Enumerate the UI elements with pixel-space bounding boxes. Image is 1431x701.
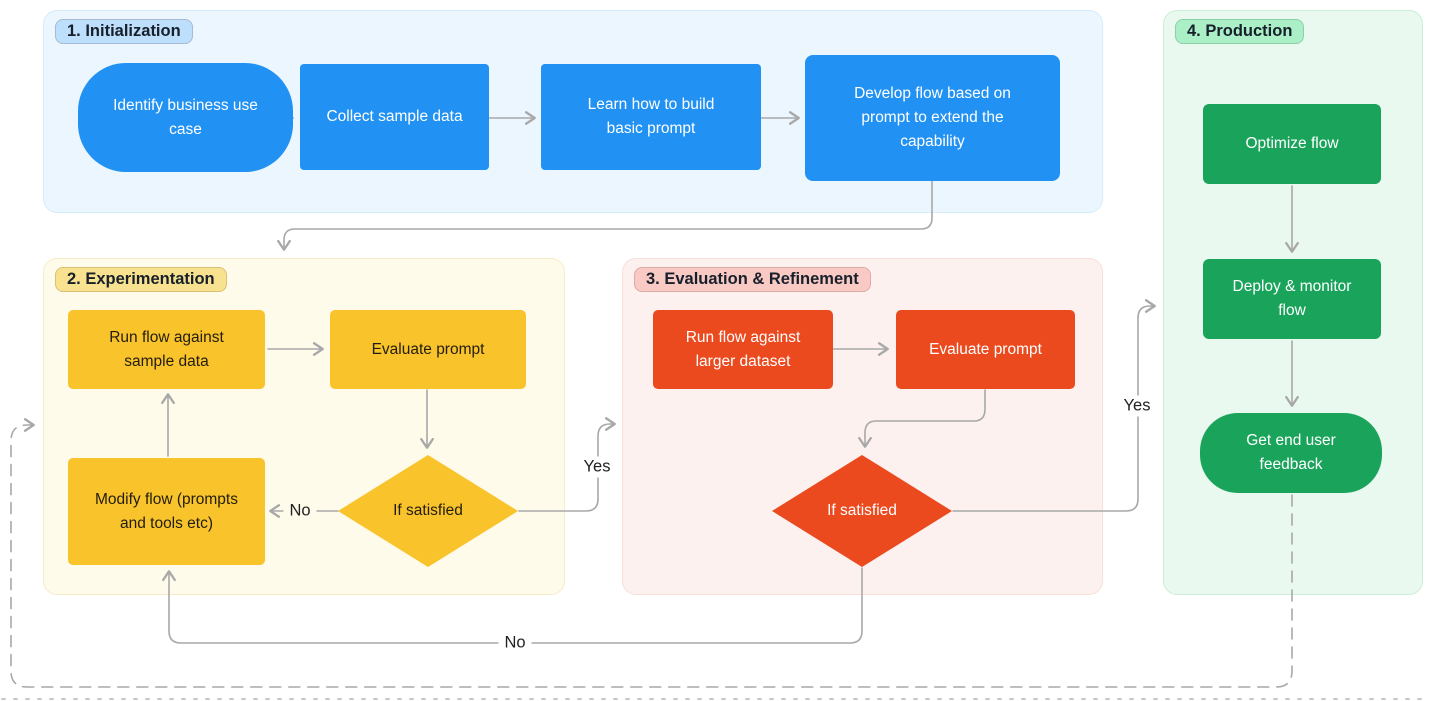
node-optimize-flow: Optimize flow xyxy=(1203,104,1381,184)
badge-evaluation-refinement: 3. Evaluation & Refinement xyxy=(634,267,871,292)
edge-label-evaluation-no: No xyxy=(498,632,532,654)
edge-label-experimentation-yes: Yes xyxy=(577,456,617,478)
node-evaluate-prompt-evaluation: Evaluate prompt xyxy=(896,310,1075,389)
edge-evaluate-to-ifsatisfied-eval xyxy=(858,389,986,448)
node-develop-flow: Develop flow based on prompt to extend t… xyxy=(805,55,1060,181)
node-learn-basic-prompt: Learn how to build basic prompt xyxy=(541,64,761,170)
node-modify-flow: Modify flow (prompts and tools etc) xyxy=(68,458,265,565)
badge-initialization: 1. Initialization xyxy=(55,19,193,44)
node-get-end-user-feedback: Get end user feedback xyxy=(1200,413,1382,493)
node-evaluate-prompt-experimentation: Evaluate prompt xyxy=(330,310,526,389)
edge-develop-to-experimentation xyxy=(277,180,933,251)
node-run-flow-larger-dataset: Run flow against larger dataset xyxy=(653,310,833,389)
node-run-flow-sample-data: Run flow against sample data xyxy=(68,310,265,389)
badge-production: 4. Production xyxy=(1175,19,1305,44)
node-deploy-monitor-flow: Deploy & monitor flow xyxy=(1203,259,1381,339)
badge-experimentation: 2. Experimentation xyxy=(55,267,227,292)
edge-feedback-loop-to-experimentation xyxy=(10,418,1293,688)
node-identify-business-use-case: Identify business use case xyxy=(78,63,293,172)
edge-label-experimentation-no: No xyxy=(283,500,317,522)
edge-label-evaluation-yes: Yes xyxy=(1117,395,1157,417)
node-collect-sample-data: Collect sample data xyxy=(300,64,489,170)
